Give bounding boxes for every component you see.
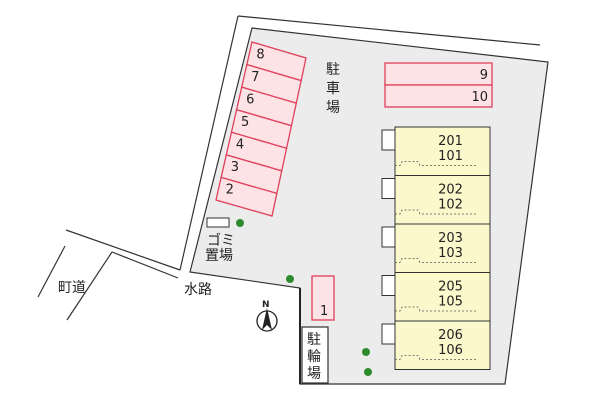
parking-slot-label: 4 [236,138,244,153]
waterway-label: 水路 [184,282,212,298]
unit-number-upper: 201 [438,134,463,149]
street-line-upper [65,229,181,271]
parking-slot-label: 10 [471,90,488,105]
unit-number-upper: 206 [438,328,463,343]
garbage-box [206,217,230,228]
parking-slot-label: 8 [256,47,264,62]
parking-slot-label: 5 [241,115,249,130]
street-line-lower [37,245,66,298]
unit-number-lower: 101 [438,149,463,164]
street-line-lower-2 [66,251,113,321]
parking-slot-label: 9 [480,68,488,83]
parking-slot-label: 3 [231,160,239,175]
street-line-mid [111,251,179,279]
parking-area-label-3: 場 [326,100,340,116]
parking-slot-label: 2 [226,183,234,198]
parking-area-label-1: 駐 [326,62,340,78]
garbage-label-2: 置場 [205,248,233,264]
unit-number-lower: 105 [438,295,463,310]
tree-icon [236,219,244,227]
top-parking-group: 910 [384,62,493,108]
unit-number-lower: 102 [438,198,463,213]
bicycle-parking-box [301,326,329,384]
tree-icon [286,275,294,283]
parking-area-label-2: 車 [326,80,340,97]
parking-slot-1-label: 1 [320,304,328,319]
parking-slot-10: 10 [384,84,493,108]
tree-icon [364,368,372,376]
street-label: 町道 [58,280,86,296]
north-arrow-icon: N [256,300,278,332]
parking-slot-9: 9 [384,62,493,86]
bicycle-label-1: 駐 [307,332,321,348]
unit-number-lower: 103 [438,246,463,261]
parking-slot-1: 1 [311,275,335,321]
garbage-label-1: ゴミ [207,232,235,249]
road-line-top [237,15,541,46]
tree-icon [362,348,370,356]
north-label: N [262,300,270,310]
unit-number-upper: 205 [438,280,463,295]
unit-number-lower: 106 [438,343,463,358]
bicycle-label-2: 輪 [307,348,321,365]
slanted-parking-group: 8 7 6 5 4 3 2 [215,41,307,217]
parking-slot-label: 6 [246,92,254,107]
parking-slot-2: 2 [215,176,278,217]
road-line-left [179,15,239,271]
unit-number-upper: 203 [438,231,463,246]
parking-slot-label: 7 [251,70,259,85]
unit-number-upper: 202 [438,183,463,198]
bicycle-label-3: 場 [307,366,321,382]
